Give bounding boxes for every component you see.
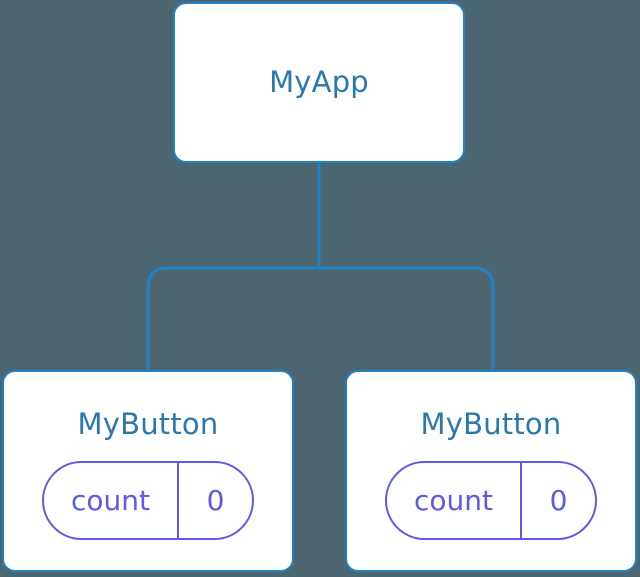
connector-branch-left — [146, 266, 319, 372]
state-pill-right-value-text: 0 — [549, 483, 568, 517]
state-pill-left-key: count — [44, 463, 179, 538]
node-mybutton-left-label: MyButton — [77, 407, 219, 441]
state-pill-left[interactable]: count 0 — [42, 461, 254, 540]
connector-branch-right — [319, 266, 495, 372]
state-pill-right-key-text: count — [414, 483, 493, 517]
node-mybutton-right[interactable]: MyButton count 0 — [345, 370, 637, 572]
state-pill-right[interactable]: count 0 — [385, 461, 597, 540]
state-pill-left-value: 0 — [179, 463, 252, 538]
node-mybutton-right-label: MyButton — [420, 407, 562, 441]
state-pill-right-value: 0 — [522, 463, 595, 538]
state-pill-left-value-text: 0 — [206, 483, 225, 517]
node-mybutton-left[interactable]: MyButton count 0 — [2, 370, 294, 572]
node-myapp-label: MyApp — [269, 65, 369, 99]
node-myapp[interactable]: MyApp — [173, 2, 465, 163]
state-pill-right-key: count — [387, 463, 522, 538]
state-pill-left-key-text: count — [71, 483, 150, 517]
